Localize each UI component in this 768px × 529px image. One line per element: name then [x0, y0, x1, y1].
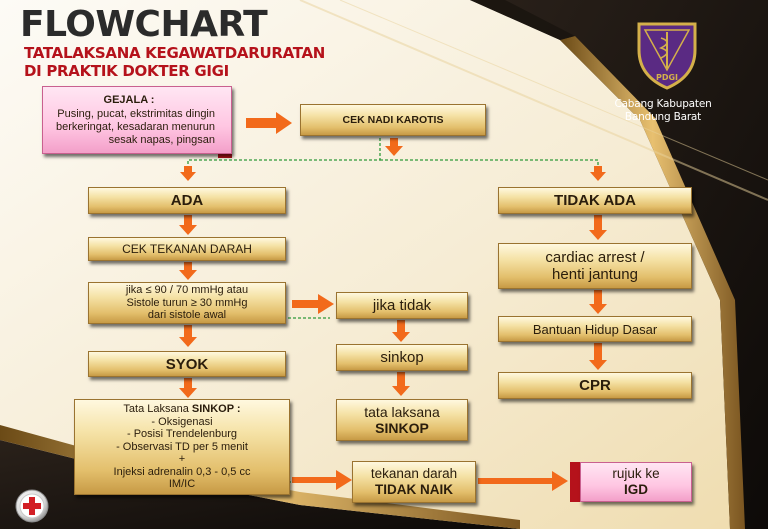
tl-list-item-2: - Posisi Trendelenburg [126, 428, 238, 441]
tidak-ada-label: TIDAK ADA [554, 192, 636, 209]
subtitle-line-2: DI PRAKTIK DOKTER GIGI [24, 62, 229, 80]
tl-sinkop-line-1: tata laksana [364, 404, 440, 420]
rujuk-box-accent [570, 462, 582, 502]
tl-sinkop-box: tata laksana SINKOP [336, 399, 468, 441]
logo-caption-2: Bandung Barat [624, 111, 702, 123]
kriteria-box: jika ≤ 90 / 70 mmHg atau Sistole turun ≥… [88, 282, 286, 324]
syok-label: SYOK [165, 355, 209, 373]
gejala-heading: GEJALA : [103, 93, 155, 106]
tl-list-item-6: IM/IC [168, 478, 196, 491]
ada-box: ADA [88, 187, 286, 214]
sinkop-label: sinkop [380, 349, 424, 366]
ada-label: ADA [170, 192, 204, 209]
cek-tekanan-darah-box: CEK TEKANAN DARAH [88, 237, 286, 261]
logo-caption-1: Cabang Kabupaten [614, 98, 712, 110]
tl-list-item-3: - Observasi TD per 5 menit [116, 440, 248, 453]
tl-list-item-5: Injeksi adrenalin 0,3 - 0,5 cc [113, 465, 251, 478]
gejala-line-3: sesak napas, pingsan [108, 133, 215, 146]
sinkop-box: sinkop [336, 344, 468, 371]
pdgi-logo: PDGI [637, 22, 697, 90]
subtitle-line-1: TATALAKSANA KEGAWATDARURATAN [24, 44, 326, 62]
jika-tidak-label: jika tidak [372, 297, 432, 314]
cek-nadi-karotis-label: CEK NADI KAROTIS [342, 114, 444, 126]
gejala-box: GEJALA : Pusing, pucat, ekstrimitas ding… [42, 86, 232, 154]
gejala-line-2: berkeringat, kesadaran menurun [56, 120, 215, 133]
tl-list-heading-pre: Tata Laksana [123, 403, 192, 416]
tl-list-heading-bold: SINKOP : [191, 403, 241, 416]
tekanan-line-1: tekanan darah [370, 466, 458, 481]
rujuk-line-2: IGD [623, 482, 648, 497]
kriteria-line-2: Sistole turun ≥ 30 mmHg [126, 296, 248, 309]
tidak-ada-box: TIDAK ADA [498, 187, 692, 214]
syok-box: SYOK [88, 351, 286, 377]
jika-tidak-box: jika tidak [336, 292, 468, 319]
flowchart-title: FLOWCHART [20, 4, 268, 45]
tl-sinkop-line-2: SINKOP [375, 420, 429, 436]
tl-list-heading: Tata Laksana SINKOP : [123, 403, 240, 416]
bhd-box: Bantuan Hidup Dasar [498, 316, 692, 342]
cardiac-line-2: henti jantung [552, 266, 638, 283]
logo-badge-text: PDGI [656, 73, 678, 82]
kriteria-line-1: jika ≤ 90 / 70 mmHg atau [125, 284, 249, 297]
cek-nadi-karotis-box: CEK NADI KAROTIS [300, 104, 486, 136]
tekanan-tidak-naik-box: tekanan darah TIDAK NAIK [352, 461, 476, 503]
tl-sinkop-list-box: Tata Laksana SINKOP : - Oksigenasi - Pos… [74, 399, 290, 495]
bhd-label: Bantuan Hidup Dasar [532, 321, 658, 337]
rujuk-igd-box: rujuk ke IGD [580, 462, 692, 502]
cpr-label: CPR [579, 377, 611, 394]
rujuk-line-1: rujuk ke [612, 466, 660, 481]
cardiac-line-1: cardiac arrest / [545, 249, 645, 266]
cek-tekanan-darah-label: CEK TEKANAN DARAH [122, 242, 252, 256]
cpr-box: CPR [498, 372, 692, 399]
tekanan-line-2: TIDAK NAIK [375, 482, 453, 497]
kriteria-line-3: dari sistole awal [147, 309, 227, 322]
first-aid-icon [15, 489, 49, 523]
cardiac-arrest-box: cardiac arrest / henti jantung [498, 243, 692, 289]
tl-list-item-1: - Oksigenasi [151, 415, 213, 428]
tl-list-item-4: + [178, 453, 186, 466]
gejala-line-1: Pusing, pucat, ekstrimitas dingin [57, 107, 215, 120]
